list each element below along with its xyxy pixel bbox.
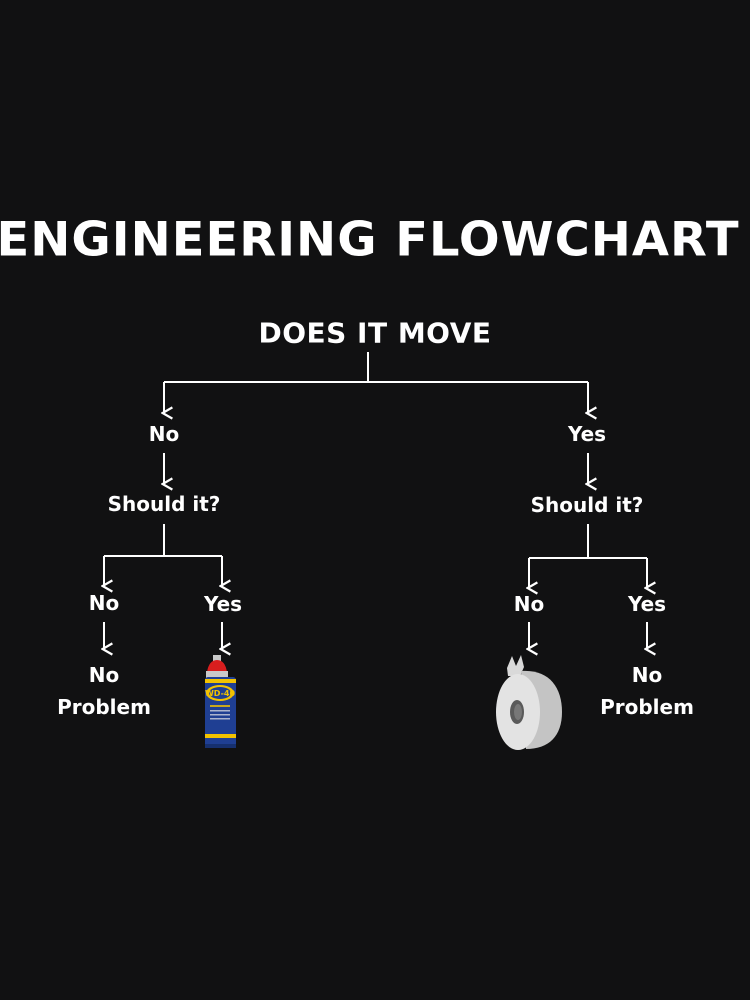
left-no-result-line1: No bbox=[88, 663, 120, 687]
right-yes-label: Yes bbox=[627, 592, 667, 616]
left-no-result: No Problem bbox=[57, 659, 151, 723]
left-question: Should it? bbox=[107, 492, 221, 516]
root-question: DOES IT MOVE bbox=[258, 316, 492, 350]
svg-text:WD-40: WD-40 bbox=[205, 689, 236, 698]
left-no-label: No bbox=[88, 591, 120, 615]
left-yes-label: Yes bbox=[203, 592, 243, 616]
right-no-label: No bbox=[513, 592, 545, 616]
left-no-result-line2: Problem bbox=[57, 695, 151, 719]
right-yes-result: No Problem bbox=[600, 659, 694, 723]
wd40-can-icon: WD-40 bbox=[205, 655, 236, 748]
right-yes-result-line1: No bbox=[631, 663, 663, 687]
right-yes-result-line2: Problem bbox=[600, 695, 694, 719]
right-answer: Yes bbox=[567, 422, 607, 446]
chart-title: ENGINEERING FLOWCHART bbox=[0, 212, 740, 268]
right-question: Should it? bbox=[530, 493, 644, 517]
duct-tape-icon bbox=[496, 655, 562, 750]
left-answer: No bbox=[148, 422, 180, 446]
